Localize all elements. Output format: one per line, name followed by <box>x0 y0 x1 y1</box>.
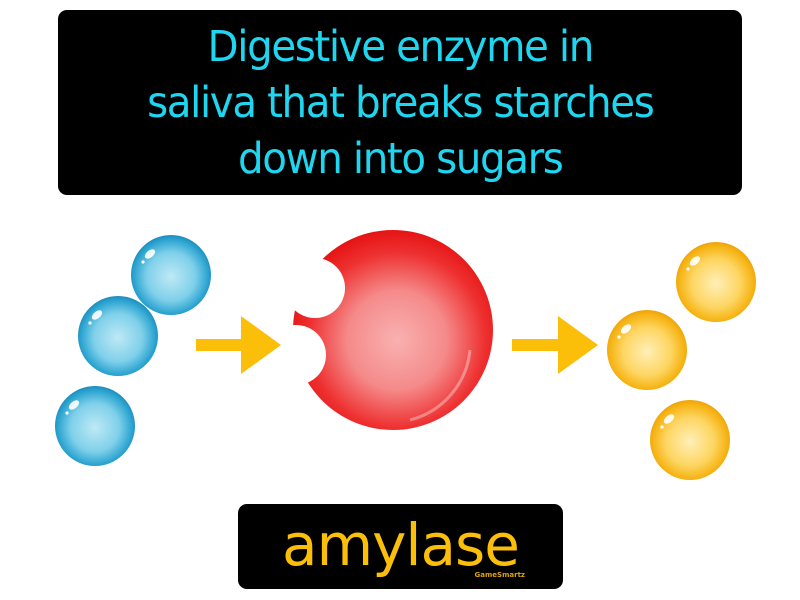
starch-molecule-icon <box>78 296 158 376</box>
starch-molecule-icon <box>131 235 211 315</box>
sugar-molecule-icon <box>607 310 687 390</box>
term-label: amylase <box>282 511 520 579</box>
definition-text: Digestive enzyme in saliva that breaks s… <box>146 21 655 184</box>
reaction-diagram <box>55 230 756 480</box>
sugar-molecule-icon <box>676 242 756 322</box>
arrow-right-icon <box>196 316 281 374</box>
sugar-molecule-icon <box>650 400 730 480</box>
enzyme-icon <box>293 230 493 430</box>
definition-panel: Digestive enzyme in saliva that breaks s… <box>58 10 742 195</box>
starch-molecule-icon <box>55 386 135 466</box>
term-panel: amylase GameSmartz <box>238 504 563 589</box>
arrow-right-icon <box>512 316 598 374</box>
brand-watermark: GameSmartz <box>474 571 525 579</box>
